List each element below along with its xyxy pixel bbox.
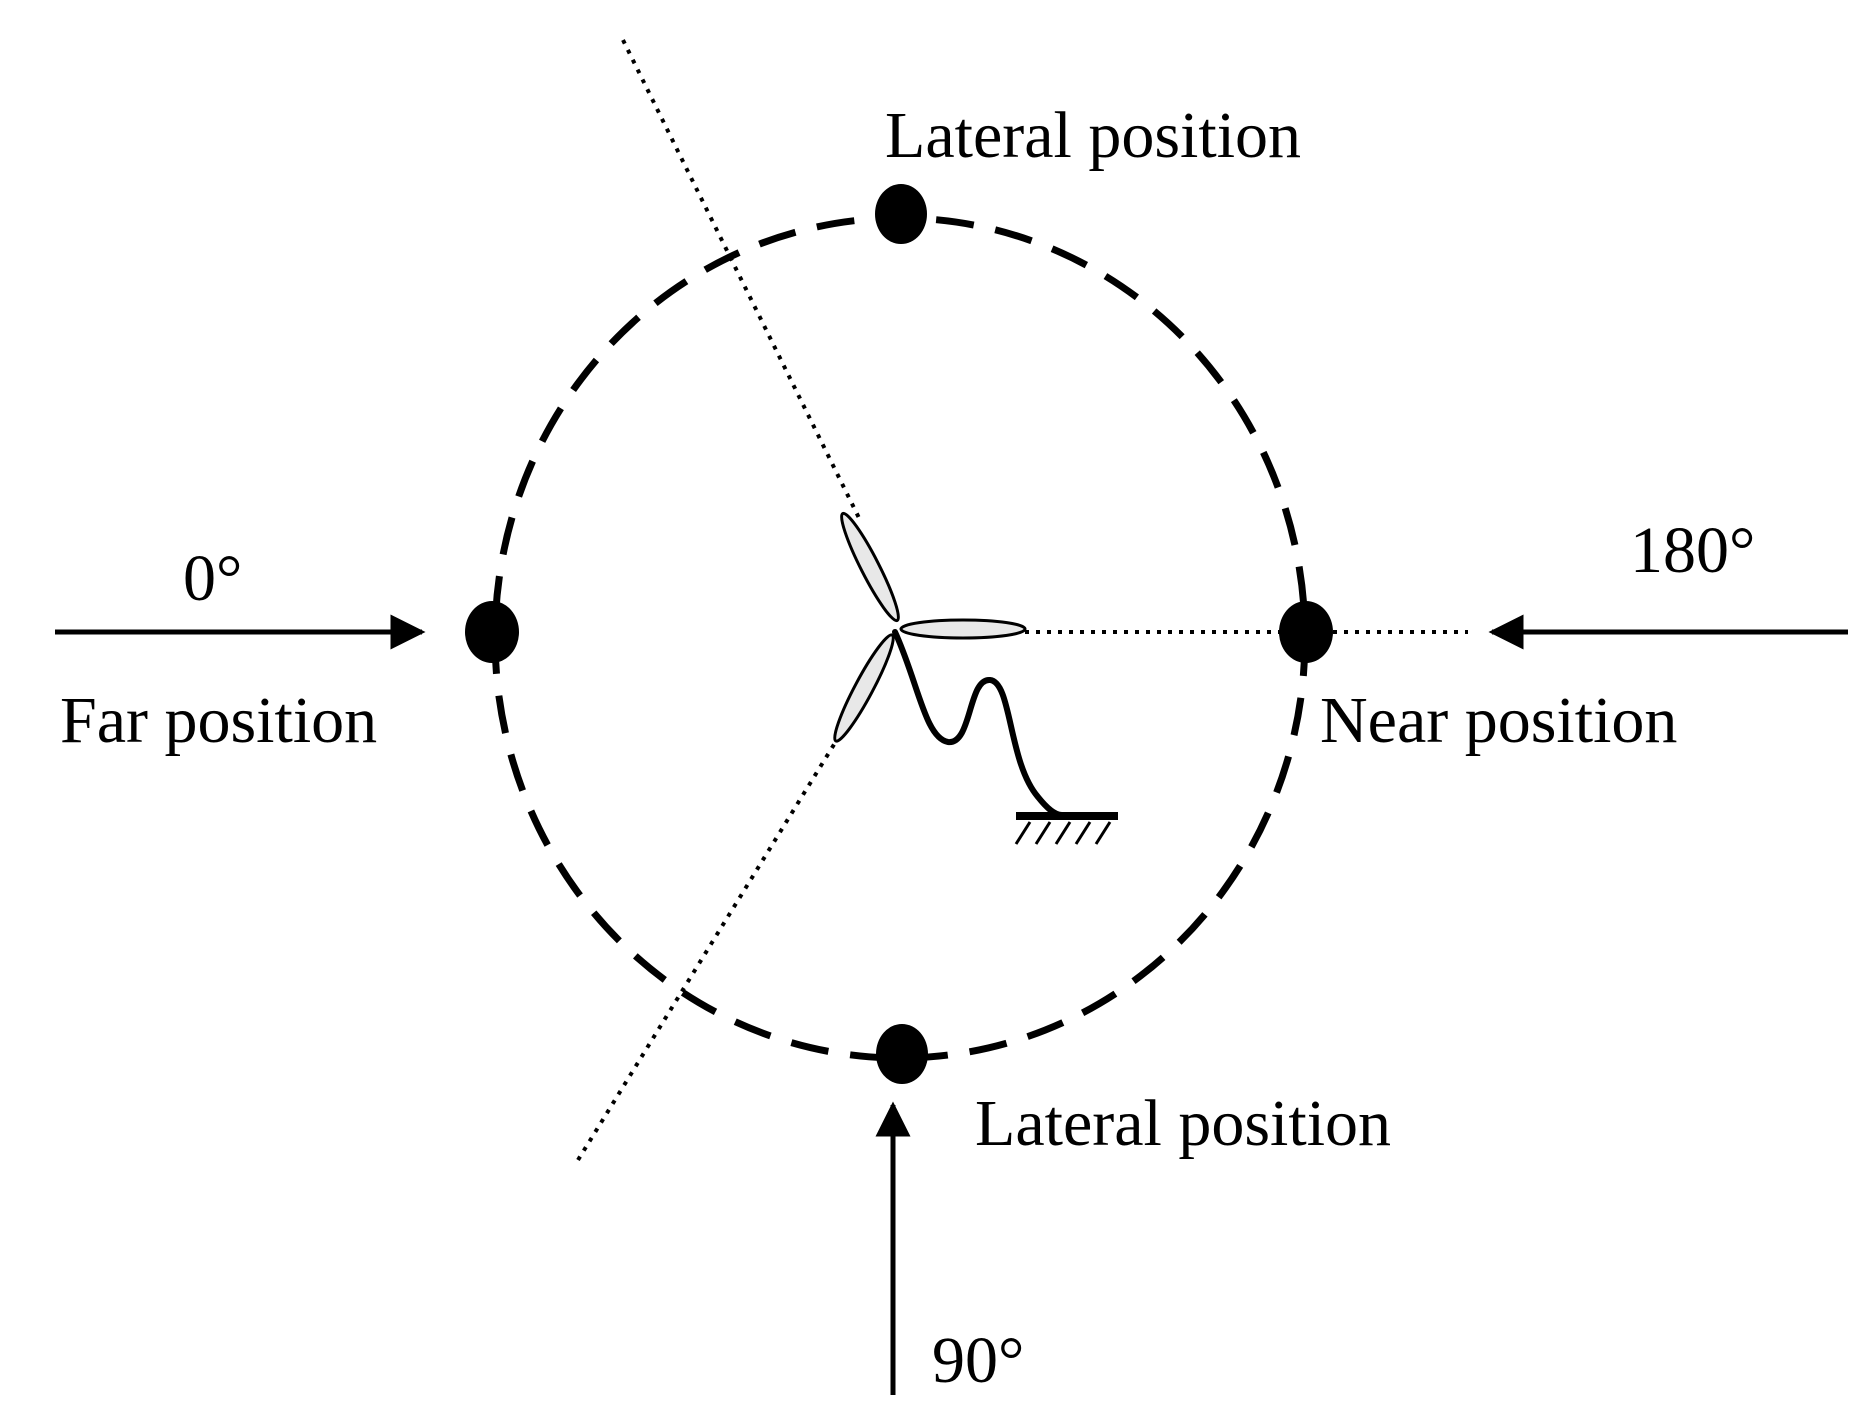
marker-far [465,601,519,663]
label-far: Far position [60,684,377,757]
label-near: Near position [1320,684,1677,757]
turbine-blade-upper [840,511,900,623]
turbine-blade-lower [833,633,895,743]
dotted-line-upper-blade [621,39,862,521]
label-lateral-bottom: Lateral position [975,1087,1391,1160]
turbine-blade-right [899,618,1027,640]
marker-lateral-bottom [876,1024,928,1084]
label-angle-180: 180° [1630,514,1755,587]
label-angle-0: 0° [183,542,242,615]
marker-near [1279,601,1333,663]
dotted-line-lower-blade [576,736,840,1162]
marker-lateral-top [875,184,927,244]
turbine-rotor-icon [833,511,1027,743]
label-angle-90: 90° [932,1324,1024,1397]
ground-hatch-icon [1014,821,1112,845]
turbine-tower-curve [892,629,1065,818]
label-lateral-top: Lateral position [885,99,1301,172]
